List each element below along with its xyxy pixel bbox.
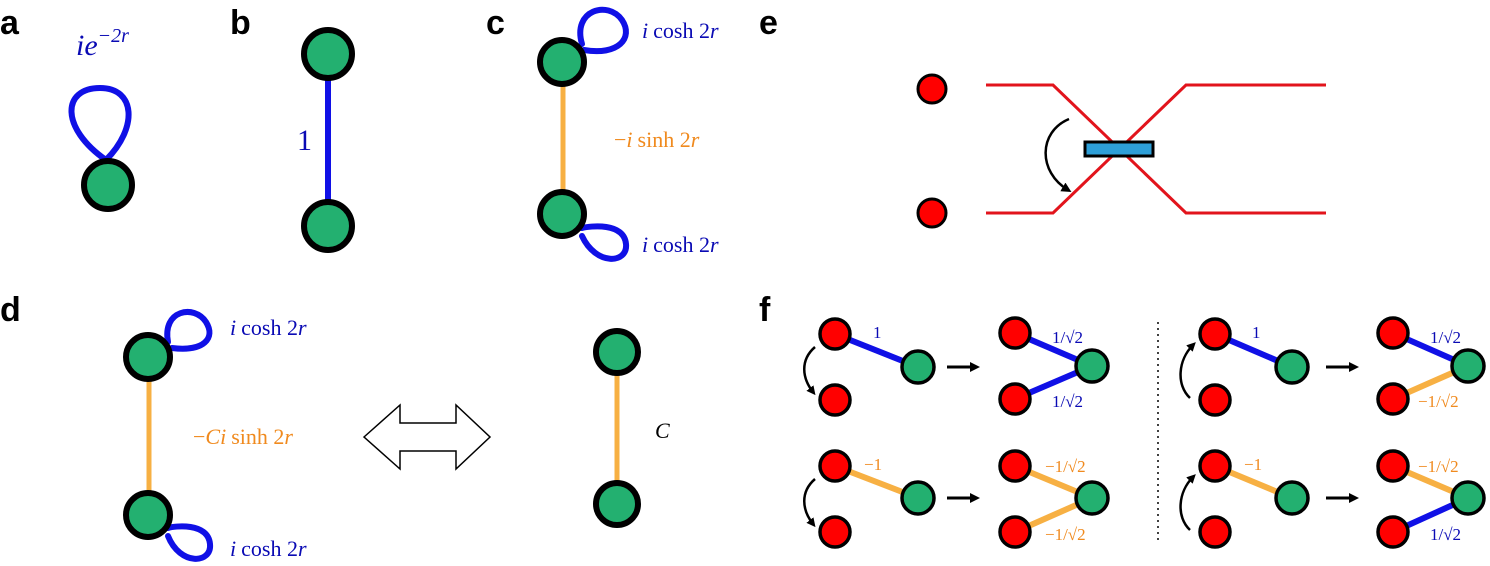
quadrant-2: 1 1/√2 −1/√2 bbox=[1179, 316, 1486, 417]
node-c-top bbox=[537, 37, 587, 87]
label-q2-before: 1 bbox=[1252, 323, 1261, 342]
waveguide-top bbox=[986, 83, 1326, 215]
panel-b: b 1 bbox=[230, 4, 355, 253]
node-q3-before bbox=[900, 480, 936, 516]
self-loop-c-top bbox=[577, 6, 629, 55]
mode-q4-after-bottom bbox=[1376, 515, 1410, 549]
node-q4-before bbox=[1274, 480, 1310, 516]
panel-letter-e: e bbox=[759, 4, 778, 42]
panel-e: e bbox=[759, 4, 1326, 229]
quadrant-4: −1 −1/√2 1/√2 bbox=[1179, 449, 1486, 549]
node-q1-before bbox=[900, 349, 936, 385]
node-q1-after bbox=[1074, 348, 1110, 384]
mode-q2-bottom bbox=[1198, 383, 1232, 417]
label-q1-after-bottom: 1/√2 bbox=[1052, 392, 1083, 411]
rotation-arrow-q4-icon bbox=[1179, 474, 1196, 531]
panel-letter-a: a bbox=[0, 4, 20, 42]
rotation-arrow-q3-icon bbox=[803, 478, 816, 528]
node-c-bottom bbox=[537, 189, 587, 239]
node-a bbox=[81, 158, 135, 212]
mode-q2-top bbox=[1198, 317, 1232, 351]
double-arrow-icon bbox=[362, 403, 492, 471]
label-q3-before: −1 bbox=[864, 455, 882, 474]
self-loop-d-top bbox=[164, 309, 213, 352]
label-q1-after-top: 1/√2 bbox=[1052, 328, 1083, 347]
edge-label-b: 1 bbox=[297, 124, 312, 157]
mode-e-top bbox=[916, 73, 948, 105]
self-loop-d-bottom bbox=[165, 523, 213, 562]
node-q4-after bbox=[1450, 480, 1486, 516]
label-q2-after-top: 1/√2 bbox=[1430, 328, 1461, 347]
label-q4-after-top: −1/√2 bbox=[1418, 457, 1459, 476]
mode-e-bottom bbox=[916, 197, 948, 229]
label-q3-after-top: −1/√2 bbox=[1045, 457, 1086, 476]
mode-q1-top bbox=[818, 317, 852, 351]
node-d-right-top bbox=[593, 328, 641, 376]
waveguide-bottom bbox=[986, 83, 1326, 215]
label-q4-before: −1 bbox=[1244, 455, 1262, 474]
quadrant-3: −1 −1/√2 −1/√2 bbox=[803, 449, 1110, 549]
panel-letter-f: f bbox=[759, 291, 771, 329]
mode-q4-after-top bbox=[1376, 449, 1410, 483]
label-q1-before: 1 bbox=[873, 323, 882, 342]
panel-letter-d: d bbox=[0, 291, 21, 329]
mode-q4-bottom bbox=[1198, 515, 1232, 549]
mode-q3-top bbox=[818, 449, 852, 483]
mode-q1-after-top bbox=[998, 316, 1032, 350]
rotation-arrow-q1-icon bbox=[803, 346, 816, 396]
panel-a: a ie−2r bbox=[0, 4, 135, 212]
label-q4-after-bottom: 1/√2 bbox=[1430, 525, 1461, 544]
node-b-top bbox=[301, 27, 355, 81]
mode-q1-after-bottom bbox=[998, 382, 1032, 416]
beam-splitter bbox=[1083, 140, 1155, 158]
mode-q3-after-bottom bbox=[998, 515, 1032, 549]
rotation-arrow-icon bbox=[1044, 117, 1072, 193]
mode-q1-bottom bbox=[818, 383, 852, 417]
self-loop-label-a: ie−2r bbox=[76, 25, 129, 62]
rotation-arrow-q2-icon bbox=[1179, 342, 1196, 399]
node-d-left-top bbox=[123, 332, 173, 382]
node-d-left-bottom bbox=[123, 490, 173, 540]
panel-letter-c: c bbox=[486, 4, 505, 42]
panel-f: f 1 1/√2 1/√2 1 bbox=[759, 291, 1486, 549]
label-q2-after-bottom: −1/√2 bbox=[1418, 392, 1459, 411]
mode-q2-after-top bbox=[1376, 316, 1410, 350]
node-b-bottom bbox=[301, 199, 355, 253]
node-q3-after bbox=[1074, 480, 1110, 516]
panel-letter-b: b bbox=[230, 4, 251, 42]
node-q2-after bbox=[1450, 348, 1486, 384]
quadrant-1: 1 1/√2 1/√2 bbox=[803, 316, 1110, 417]
node-q2-before bbox=[1274, 349, 1310, 385]
edge-label-d-right: C bbox=[655, 418, 670, 443]
mode-q3-after-top bbox=[998, 449, 1032, 483]
label-q3-after-bottom: −1/√2 bbox=[1045, 525, 1086, 544]
self-loop-c-bottom bbox=[579, 223, 629, 262]
mode-q3-bottom bbox=[818, 515, 852, 549]
mode-q2-after-bottom bbox=[1376, 382, 1410, 416]
node-d-right-bottom bbox=[593, 480, 641, 528]
mode-q4-top bbox=[1198, 449, 1232, 483]
self-loop-a bbox=[68, 84, 132, 163]
